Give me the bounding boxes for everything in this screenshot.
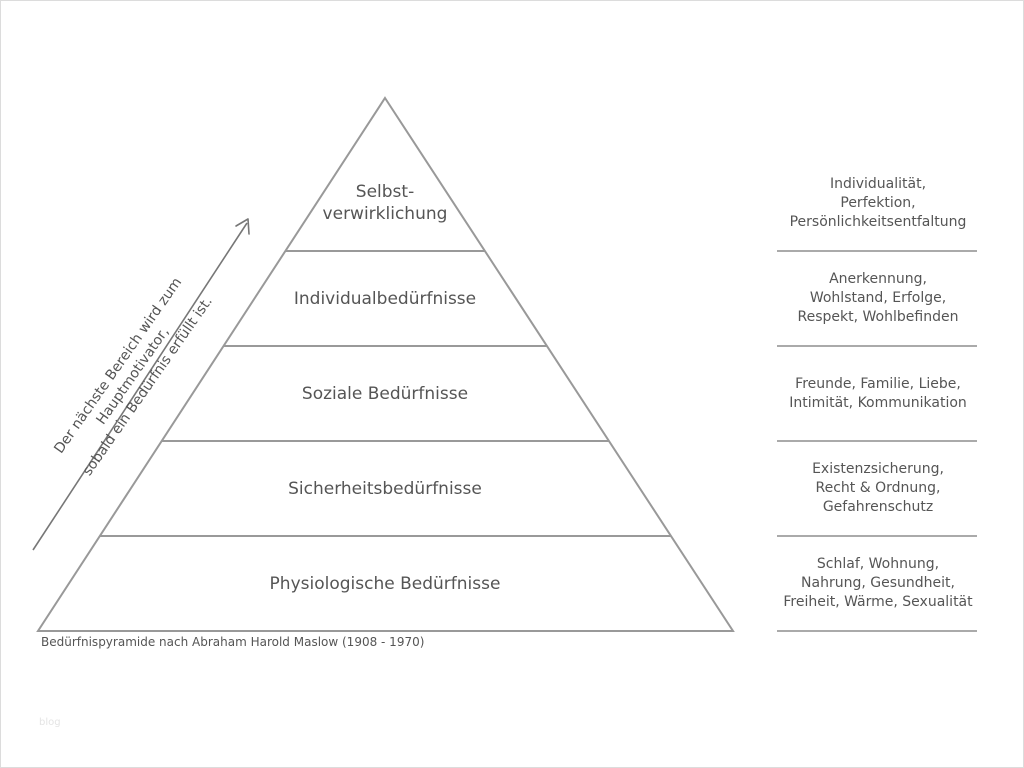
level-details-self-actualization: Individualität, Perfektion, Persönlichke… <box>789 176 967 230</box>
level-label-esteem: Individualbedürfnisse <box>293 289 477 309</box>
level-label-self-actualization: Selbst- verwirklichung <box>322 182 448 224</box>
details-divider-2 <box>777 345 977 347</box>
level-details-physiological: Schlaf, Wohnung, Nahrung, Gesundheit, Fr… <box>783 556 973 610</box>
diagram-caption: Bedürfnispyramide nach Abraham Harold Ma… <box>41 635 425 649</box>
motivation-arrow-shaft <box>32 222 248 551</box>
details-divider-4 <box>777 535 977 537</box>
level-label-physiological: Physiologische Bedürfnisse <box>269 574 501 594</box>
pyramid-outline <box>36 96 735 632</box>
level-label-social: Soziale Bedürfnisse <box>301 384 469 404</box>
level-label-safety: Sicherheitsbedürfnisse <box>288 479 482 499</box>
details-divider-3 <box>777 440 977 442</box>
motivation-arrow-head <box>235 218 250 235</box>
details-divider-5 <box>777 630 977 632</box>
level-details-social: Freunde, Familie, Liebe, Intimität, Komm… <box>789 376 967 411</box>
level-details-esteem: Anerkennung, Wohlstand, Erfolge, Respekt… <box>797 271 959 325</box>
watermark-text: blog <box>39 717 61 728</box>
level-details-safety: Existenzsicherung, Recht & Ordnung, Gefa… <box>812 461 944 515</box>
details-divider-1 <box>777 250 977 252</box>
